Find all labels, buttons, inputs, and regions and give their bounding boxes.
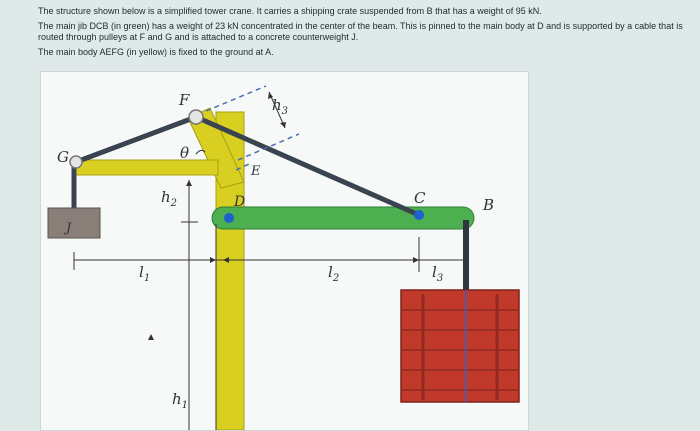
problem-line-1: The structure shown below is a simplifie…	[38, 6, 542, 16]
label-l3: l3	[432, 263, 443, 284]
label-j: J	[63, 221, 72, 236]
label-h1: h1	[172, 390, 188, 411]
pin-c	[414, 210, 424, 220]
counterweight-j	[47, 207, 101, 239]
label-e: E	[250, 164, 261, 179]
label-d: D	[233, 194, 245, 210]
label-f: F	[178, 91, 190, 109]
h3-arrowhead-bottom	[280, 122, 286, 128]
jib-green	[211, 206, 475, 230]
label-h2: h2	[161, 188, 177, 209]
cable-f-c	[193, 114, 422, 218]
h3-arrowhead-top	[268, 92, 273, 99]
label-l2: l2	[328, 263, 339, 284]
dimension-lines	[73, 180, 466, 430]
crane-diagram: F G θ E D C B J h3 h2 h1 l1 l2 l3	[47, 85, 520, 430]
label-g: G	[57, 148, 69, 166]
h3-arrow-line	[268, 91, 286, 129]
label-h3: h3	[272, 96, 288, 117]
pulley-f	[188, 109, 204, 125]
problem-line-3: The main body AEFG (in yellow) is fixed …	[38, 47, 274, 57]
label-b: B	[482, 196, 494, 214]
label-c: C	[414, 189, 426, 207]
problem-statement: The structure shown below is a simplifie…	[38, 6, 688, 62]
theta-arc	[195, 149, 206, 155]
problem-line-2: The main jib DCB (in green) has a weight…	[38, 21, 683, 42]
label-l1: l1	[139, 263, 150, 284]
shipping-crate	[400, 289, 520, 403]
cable-f-g	[73, 114, 199, 165]
label-theta: θ	[180, 144, 189, 162]
dimension-arrowheads	[148, 180, 419, 340]
pin-d	[224, 213, 234, 223]
pulley-g	[69, 155, 83, 169]
crane-figure: F G θ E D C B J h3 h2 h1 l1 l2 l3	[40, 71, 529, 431]
counter-arm-yellow	[75, 159, 219, 176]
h3-dashed-lines	[205, 85, 300, 171]
